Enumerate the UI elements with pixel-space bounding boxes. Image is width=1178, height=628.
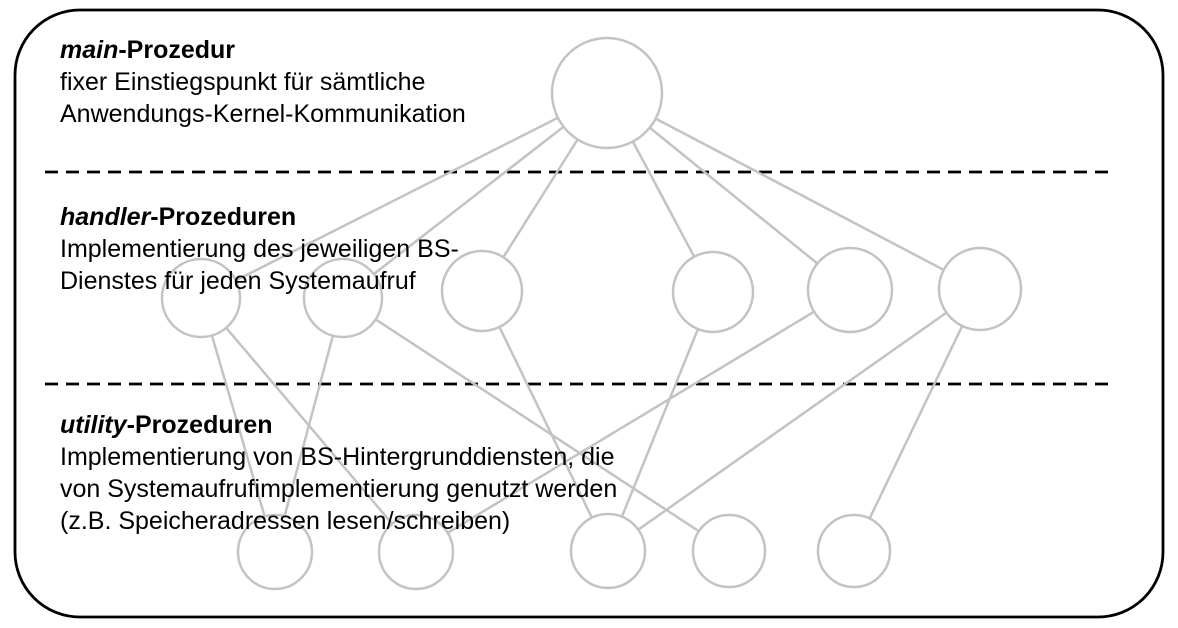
node-utility-u1: [236, 513, 314, 591]
node-handler-h4: [671, 250, 755, 334]
section-utility-desc-line: (z.B. Speicheradressen lesen/schreiben): [60, 507, 511, 535]
node-utility-u5: [816, 513, 892, 589]
call-edge-h1-u1: [210, 335, 266, 517]
node-utility-u4: [691, 513, 767, 589]
node-handler-h3: [440, 249, 524, 333]
section-main-desc-line: fixer Einstiegspunkt für sämtliche: [60, 68, 426, 96]
call-edge-h2-u1: [283, 335, 335, 517]
call-edge-main-h6: [655, 117, 945, 272]
section-handler-title-rest: -Prozeduren: [150, 203, 297, 231]
node-handler-h6: [937, 246, 1023, 332]
node-utility-u2: [377, 513, 455, 591]
call-edge-h4-u3: [620, 328, 700, 518]
section-main-title-italic: main: [60, 36, 119, 64]
call-edge-main-h2: [373, 125, 565, 276]
section-handler-desc-line: Implementierung des jeweiligen BS-: [60, 235, 459, 263]
call-edge-main-h1: [235, 116, 559, 282]
section-utility-desc-line: Implementierung von BS-Hintergrunddienst…: [60, 443, 615, 471]
section-utility-desc-line: von Systemaufrufimplementierung genutzt …: [60, 475, 618, 503]
section-main-title-rest: -Prozedur: [118, 36, 236, 64]
section-main-label: main-Prozedur fixer Einstiegspunkt für s…: [60, 34, 466, 130]
node-handler-h5: [806, 246, 894, 334]
node-main-main: [550, 36, 664, 150]
call-edge-main-h4: [631, 140, 696, 258]
section-handler-label: handler-Prozeduren Implementierung des j…: [60, 201, 459, 297]
call-edge-main-h3: [502, 138, 579, 258]
node-handler-h2: [302, 257, 384, 339]
section-main-title: main-Prozedur: [60, 34, 466, 66]
section-utility-label: utility-Prozeduren Implementierung von B…: [60, 409, 617, 537]
call-edge-h6-u5: [868, 325, 964, 520]
section-handler-desc-line: Dienstes für jeden Systemaufruf: [60, 267, 416, 295]
section-utility-title-rest: -Prozeduren: [126, 411, 273, 439]
node-utility-u3: [569, 512, 647, 590]
section-utility-title: utility-Prozeduren: [60, 409, 617, 441]
call-edge-main-h5: [648, 126, 819, 265]
section-handler-title: handler-Prozeduren: [60, 201, 459, 233]
call-edge-h2-u4: [374, 318, 700, 533]
call-edge-h6-u3: [637, 311, 948, 531]
section-handler-title-italic: handler: [60, 203, 151, 231]
outer-border: [13, 8, 1165, 619]
call-edge-h5-u2: [447, 310, 815, 534]
node-handler-h1: [160, 257, 242, 339]
section-main-desc-line: Anwendungs-Kernel-Kommunikation: [60, 100, 466, 128]
section-utility-title-italic: utility: [60, 411, 127, 439]
call-edge-h3-u3: [498, 326, 593, 519]
